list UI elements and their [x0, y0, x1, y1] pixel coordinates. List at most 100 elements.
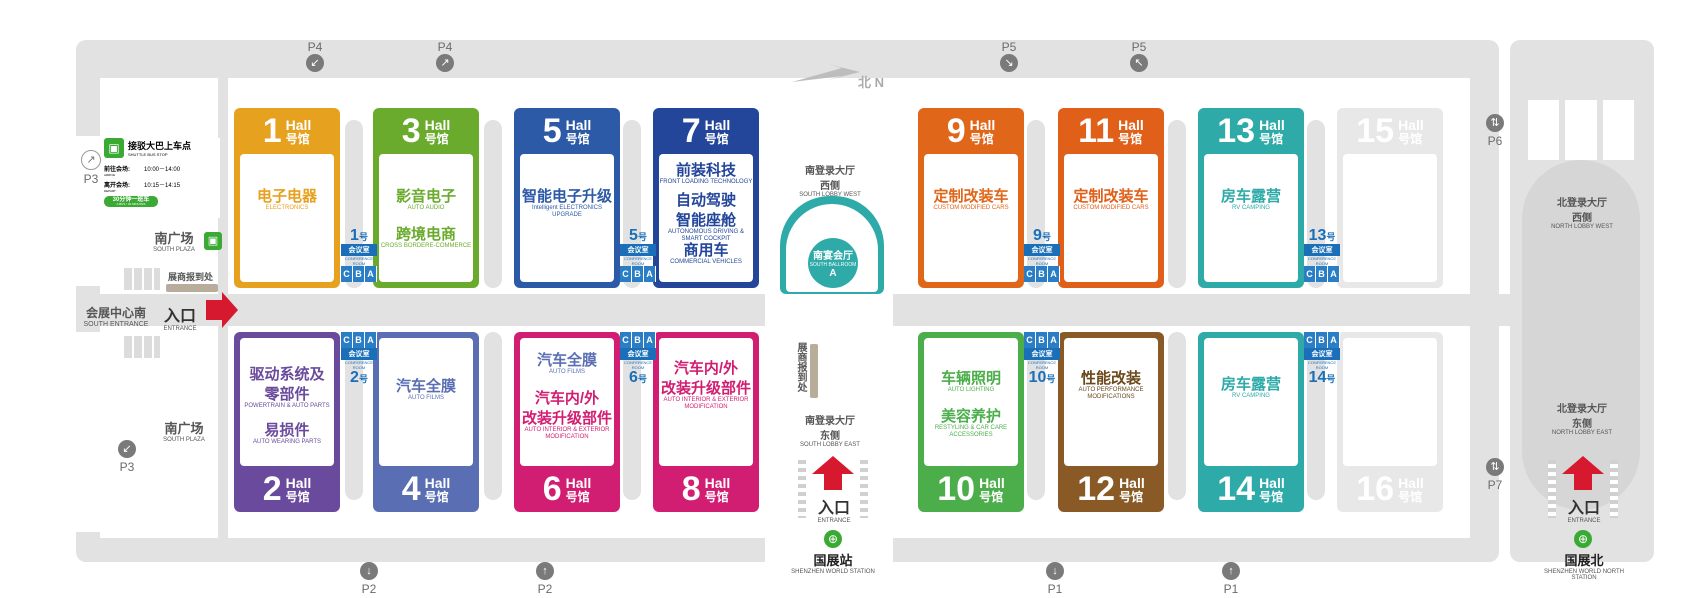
registration-bar [166, 284, 218, 292]
category-label-en: AUTO WEARING PARTS [252, 439, 321, 446]
room-label-en: CONFERENCE ROOM [1307, 360, 1336, 370]
arrow-down-left-icon: ↙ [306, 54, 324, 72]
arrow-down-icon: ↓ [1046, 562, 1064, 580]
hall-word: Hall [424, 474, 451, 491]
entrance-dots [1610, 460, 1618, 518]
hall-suffix: 号馆 [565, 489, 590, 504]
parking-p2-east[interactable]: ↑P2 [530, 562, 560, 596]
parking-p6[interactable]: ⇅ P6 [1480, 114, 1510, 148]
hall-word: Hall [1259, 474, 1285, 491]
arrow-down-icon: ↓ [360, 562, 378, 580]
category-label-en: RV CAMPING [1232, 205, 1270, 212]
parking-p4-east[interactable]: P4↗ [430, 40, 460, 74]
hall-number: 1 [262, 112, 282, 150]
registration-vertical: 展商报到处 [795, 342, 806, 392]
north-lobby-top-blocks [1528, 100, 1634, 160]
entrance-dots [860, 460, 868, 518]
parking-p5-east[interactable]: P5↖ [1124, 40, 1154, 74]
category-label-en: RESTYLING & CAR CARE ACCESSORIES [934, 425, 1008, 439]
category-label: 电子电器 [256, 188, 317, 205]
room-suffix: 号 [1326, 374, 1336, 384]
right-block-gap-low [1499, 326, 1510, 562]
right-block-gap [1499, 40, 1510, 294]
hall-word: Hall [1398, 474, 1424, 491]
room-number: 13 [1308, 227, 1327, 244]
category-label-en: POWERTRAIN & AUTO PARTS [244, 403, 330, 410]
north-arrow-icon [790, 60, 862, 91]
two-way-arrow-icon: ⇅ [1486, 458, 1504, 476]
category-label-en: Intelligent ELECTRONICS UPGRADE [531, 205, 603, 219]
parking-p7[interactable]: ⇅P7 [1480, 458, 1510, 492]
south-lobby-east-label: 南登录大厅 东侧 SOUTH LOBBY EAST [800, 416, 860, 448]
station-label[interactable]: 国展站 SHENZHEN WORLD STATION [791, 553, 875, 575]
room-label: 会议室 [341, 348, 377, 360]
category-label: 汽车内/外 [534, 390, 600, 407]
category-label: 智能电子升级 [521, 188, 612, 205]
north-lobby-shape [1522, 160, 1640, 510]
entrance-dots [1548, 460, 1556, 518]
south-ballroom[interactable]: 南宴会厅 SOUTH BALLROOM A [808, 238, 858, 288]
south-road-gap [765, 538, 893, 598]
parking-label: P3 [83, 172, 99, 186]
hall-word: Hall [285, 474, 312, 491]
hall-number: 3 [401, 112, 421, 150]
room-label-en: CONFERENCE ROOM [344, 256, 373, 266]
category-label-en: COMMERCIAL VEHICLES [670, 259, 742, 266]
room-suffix: 号 [358, 232, 368, 242]
parking-p3-north[interactable]: ↗P3 [76, 150, 106, 186]
hall-number: 4 [401, 470, 421, 508]
room-label: 会议室 [1024, 244, 1060, 256]
parking-p2-west[interactable]: ↓P2 [354, 562, 384, 596]
category-label: 跨境电商 [395, 226, 456, 243]
parking-p5-west[interactable]: P5↘ [994, 40, 1024, 74]
hall-suffix: 号馆 [979, 489, 1004, 504]
room-label: 会议室 [1304, 348, 1340, 360]
room-label-en: CONFERENCE ROOM [1027, 360, 1056, 370]
entrance-arrow-right-icon [206, 292, 238, 333]
category-label-en: AUTO INTERIOR & EXTERIOR MODIFICATION [663, 397, 749, 411]
parking-p1-west[interactable]: ↓P1 [1040, 562, 1070, 596]
hall-suffix: 号馆 [424, 489, 449, 504]
parking-label: P6 [1487, 134, 1503, 148]
category-label-en: RV CAMPING [1232, 393, 1270, 400]
parking-p4-west[interactable]: P4↙ [300, 40, 330, 74]
hall-word: Hall [1118, 116, 1144, 133]
hall-number: 8 [681, 470, 701, 508]
entrance-dots [798, 460, 806, 518]
two-way-arrow-icon: ⇅ [1486, 114, 1504, 132]
parking-p3-south[interactable]: ↙P3 [112, 440, 142, 474]
room-label-en: CONFERENCE ROOM [623, 360, 652, 370]
parking-p1-east[interactable]: ↑P1 [1216, 562, 1246, 596]
shuttle-title-en: SHUTTLE BUS STOP [128, 152, 168, 157]
